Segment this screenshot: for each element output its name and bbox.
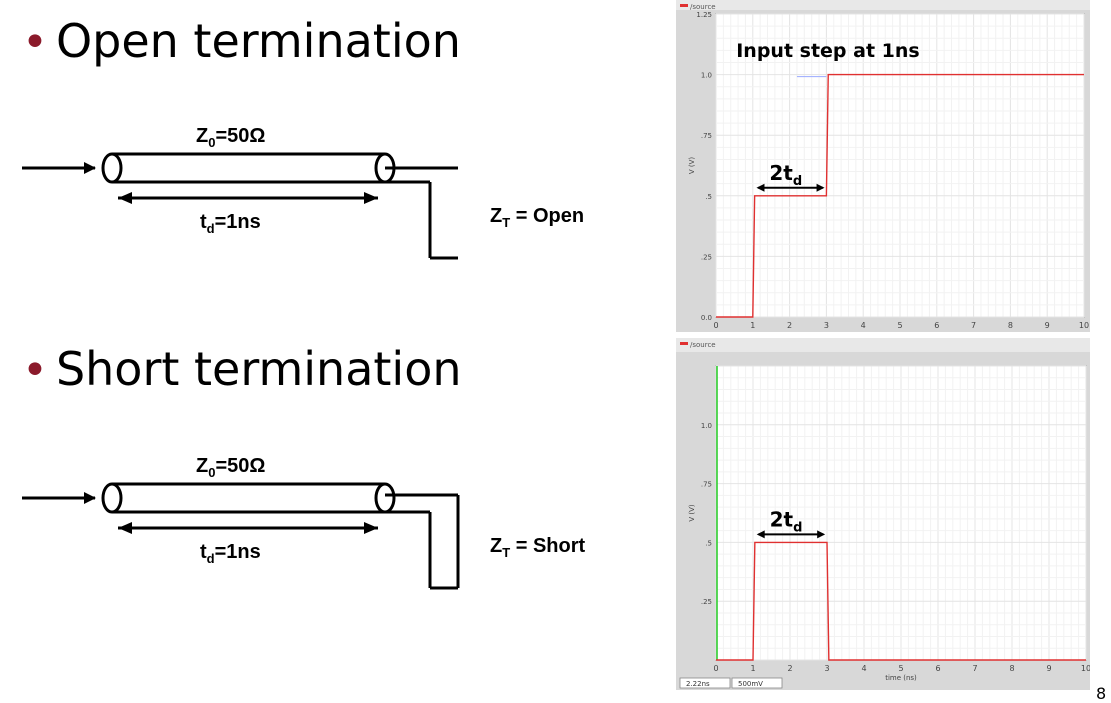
zt-label: ZT = Open	[490, 205, 584, 230]
bullet-text: Short termination	[55, 342, 462, 396]
x-tick-label: 4	[861, 321, 866, 330]
x-tick-label: 5	[898, 664, 903, 673]
td-arrow-head-right	[817, 530, 826, 539]
zt-label: ZT = Short	[490, 535, 586, 560]
x-tick-label: 3	[824, 321, 829, 330]
x-tick-label: 5	[897, 321, 902, 330]
open-termination-diagram: Z0=50Ω td=1ns ZT = Open	[22, 125, 584, 260]
bullet-text: Open termination	[55, 14, 461, 68]
y-axis-label: V (V)	[688, 504, 696, 522]
short-termination-diagram: Z0=50Ω td=1ns ZT = Short	[22, 455, 586, 590]
td-annotation: 2td	[769, 161, 802, 189]
status-box	[679, 677, 731, 689]
x-axis-label: time (ns)	[885, 674, 917, 682]
x-tick-label: 6	[934, 321, 939, 330]
legend-label: /source	[690, 3, 716, 11]
annotation-title: Input step at 1ns	[736, 40, 920, 62]
x-tick-label: 3	[824, 664, 829, 673]
y-tick-label: 0.0	[701, 314, 712, 322]
status-box	[731, 677, 783, 689]
td-arrow-head-left	[756, 530, 765, 539]
x-tick-label: 7	[971, 321, 976, 330]
x-tick-label: 8	[1009, 664, 1014, 673]
x-tick-label: 9	[1046, 664, 1051, 673]
bullet-open-termination: •Open termination	[22, 14, 461, 68]
y-tick-label: .25	[701, 598, 712, 606]
y-tick-label: 1.0	[701, 72, 712, 80]
status-text: 2.22ns	[686, 680, 710, 688]
y-tick-label: .25	[701, 253, 712, 261]
z0-label: Z0=50Ω	[196, 125, 265, 150]
y-tick-label: .75	[701, 481, 712, 489]
bullet-dot: •	[22, 17, 48, 68]
x-tick-label: 10	[1081, 664, 1090, 673]
legend-strip	[676, 338, 1090, 352]
y-tick-label: .5	[705, 193, 712, 201]
legend-strip	[676, 0, 1090, 10]
x-tick-label: 0	[713, 664, 718, 673]
x-tick-label: 1	[750, 664, 755, 673]
series-line	[716, 541, 1086, 661]
y-tick-label: 1.25	[696, 11, 712, 19]
x-tick-label: 8	[1008, 321, 1013, 330]
legend-label: /source	[690, 341, 716, 349]
x-tick-label: 2	[787, 664, 792, 673]
x-tick-label: 10	[1079, 321, 1089, 330]
bullet-short-termination: •Short termination	[22, 342, 462, 396]
td-arrow-head-right	[816, 183, 825, 192]
x-tick-label: 7	[972, 664, 977, 673]
td-annotation: 2td	[770, 507, 803, 535]
open-termination-plot: /source 0 1 2 3 4 5 6 7 8 9 10 0.0 .25 .5 .75 1.0 1.25 V (…	[676, 0, 1090, 332]
legend-swatch	[680, 4, 688, 7]
y-axis-label: V (V)	[688, 157, 696, 175]
z0-label: Z0=50Ω	[196, 455, 265, 480]
x-tick-label: 2	[787, 321, 792, 330]
bullet-dot: •	[22, 345, 48, 396]
x-tick-label: 4	[861, 664, 866, 673]
td-arrow-head-left	[756, 183, 765, 192]
x-tick-label: 0	[713, 321, 718, 330]
x-tick-label: 9	[1045, 321, 1050, 330]
td-label: td=1ns	[200, 211, 261, 236]
legend-swatch	[680, 342, 688, 345]
y-tick-label: 1.0	[701, 422, 712, 430]
x-tick-label: 1	[750, 321, 755, 330]
short-termination-plot: /source 0 1 2 3 4 5 6 7 8 9 10 .25 .5 .75 1.0 V (V) time …	[676, 338, 1090, 690]
y-tick-label: .75	[701, 132, 712, 140]
status-text: 500mV	[738, 680, 763, 688]
x-tick-label: 6	[935, 664, 940, 673]
td-label: td=1ns	[200, 541, 261, 566]
y-tick-label: .5	[705, 539, 712, 547]
page-number: 8	[1096, 684, 1107, 703]
series-line	[716, 73, 1084, 318]
